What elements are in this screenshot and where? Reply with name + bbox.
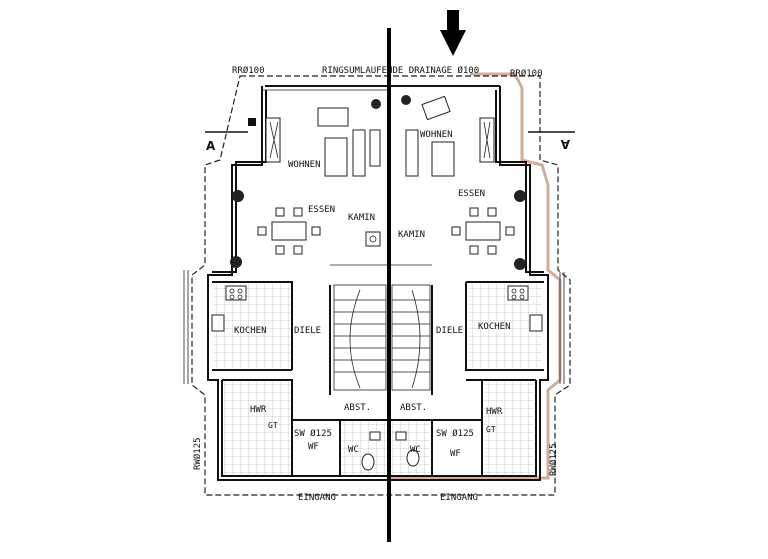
right-wf-label: WF [450, 449, 461, 459]
right-diele-label: DIELE [436, 326, 463, 336]
right-kochen-label: KOCHEN [478, 322, 511, 332]
left-fireplace [365, 231, 381, 247]
right-window-bay [559, 272, 565, 384]
svg-text:A: A [560, 137, 570, 151]
left-kamin-label: KAMIN [348, 213, 375, 223]
drainage-label: RINGSUMLAUFENDE DRAINAGE Ø100 [322, 65, 479, 76]
left-gt-label: GT [268, 421, 278, 430]
section-marker-left: A [205, 118, 256, 153]
right-eingang-label: EINGANG [440, 493, 478, 503]
left-hwr-label: HWR [250, 405, 267, 415]
left-interior-walls [212, 264, 388, 476]
right-dining-table [451, 207, 515, 255]
right-hwr-tiles [484, 382, 534, 474]
rw-label-right: RWØ125 [548, 443, 559, 476]
right-hwr-label: HWR [486, 407, 503, 417]
left-sw-label: SW Ø125 [294, 428, 332, 439]
rw-label-left: RWØ125 [192, 437, 203, 470]
right-living-furniture [405, 95, 495, 177]
right-gt-label: GT [486, 425, 496, 434]
left-abst-label: ABST. [344, 403, 371, 413]
right-kitchen-counter [507, 285, 543, 332]
highlight-border [390, 72, 562, 480]
right-staircase [391, 284, 431, 391]
plant-icon [230, 95, 526, 270]
down-arrow-icon [440, 10, 466, 56]
left-window-bay [183, 270, 189, 384]
left-kochen-label: KOCHEN [234, 326, 267, 336]
left-living-furniture [265, 107, 381, 177]
right-sw-label: SW Ø125 [436, 428, 474, 439]
right-interior-walls [390, 264, 544, 476]
left-eingang-label: EINGANG [298, 493, 336, 503]
toilet-icon [361, 431, 420, 471]
drainage-line [191, 75, 571, 496]
left-wf-label: WF [308, 442, 319, 452]
left-wohnen-label: WOHNEN [288, 160, 321, 170]
left-staircase [333, 284, 387, 391]
right-wc-label: WC [410, 445, 421, 455]
right-unit-walls [390, 85, 549, 481]
left-essen-label: ESSEN [308, 205, 335, 215]
left-diele-label: DIELE [294, 326, 321, 336]
rr-label-left: RRØ100 [232, 65, 265, 76]
left-kitchen-counter [211, 285, 247, 332]
rr-label-right: RRØ100 [510, 68, 543, 79]
left-wc-label: WC [348, 445, 359, 455]
right-abst-label: ABST. [400, 403, 427, 413]
left-hwr-tiles [224, 382, 290, 474]
right-wohnen-label: WOHNEN [420, 130, 453, 140]
section-marker-right: A [528, 131, 575, 151]
left-dining-table [257, 207, 321, 255]
right-kamin-label: KAMIN [398, 230, 425, 240]
right-essen-label: ESSEN [458, 189, 485, 199]
svg-text:A: A [206, 139, 216, 153]
